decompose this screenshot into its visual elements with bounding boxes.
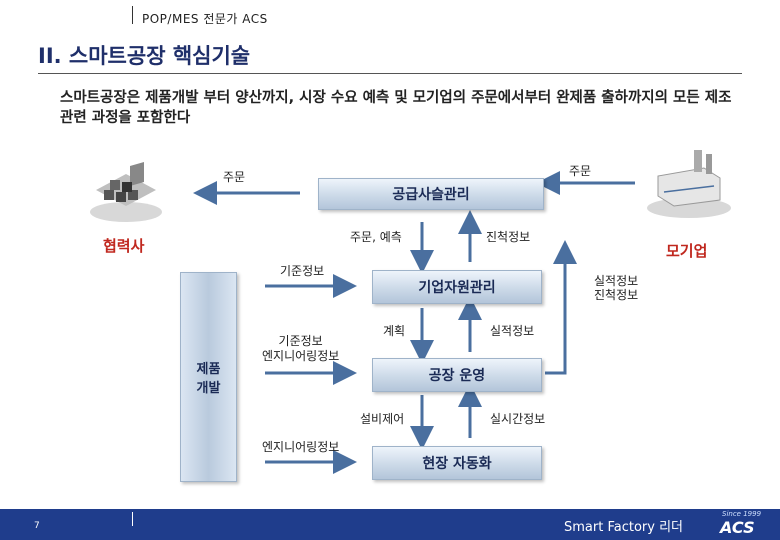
label-realtime: 실시간정보 [490,412,546,426]
label-progress: 진척정보 [486,230,531,244]
label-plan: 계획 [383,324,406,338]
product-dev-pillar: 제품 개발 [180,272,237,482]
product-dev-label: 제품 개발 [196,362,221,396]
header-text: POP/MES 전문가 ACS [142,12,268,26]
label-order-right: 주문 [569,164,592,178]
parent-icon [647,150,731,218]
label-result-progress: 실적정보 진척정보 [594,274,639,302]
label-equip-control: 설비제어 [360,412,405,426]
page-number: 7 [34,521,40,531]
box-erp: 기업자원관리 [372,270,542,304]
footer-bar [0,509,780,540]
arrow-result-progress [545,240,577,375]
logo-text: ACS [720,518,755,537]
footer-text: Smart Factory 리더 [564,520,683,535]
label-standard-eng: 기준정보 엔지니어링정보 [262,334,340,363]
partner-icon [90,162,162,222]
label-order-forecast: 주문, 예측 [350,230,402,244]
logo-script: Since 1999 [722,510,762,518]
description: 스마트공장은 제품개발 부터 양산까지, 시장 수요 예측 및 모기업의 주문에… [60,90,732,126]
partner-label: 협력사 [103,237,145,255]
footer-divider [132,512,133,526]
header-divider [132,6,133,24]
label-result: 실적정보 [490,324,535,338]
page-title: II. 스마트공장 핵심기술 [38,44,251,68]
box-supply-chain: 공급사슬관리 [318,178,544,210]
label-standard-info: 기준정보 [280,264,325,278]
box-field-auto: 현장 자동화 [372,446,542,480]
label-eng-info: 엔지니어링정보 [262,440,340,454]
acs-logo: Since 1999 ACS [704,510,768,538]
label-order-left: 주문 [223,170,246,184]
parent-label: 모기업 [666,242,708,260]
title-rule [38,73,742,74]
box-factory-ops: 공장 운영 [372,358,542,392]
